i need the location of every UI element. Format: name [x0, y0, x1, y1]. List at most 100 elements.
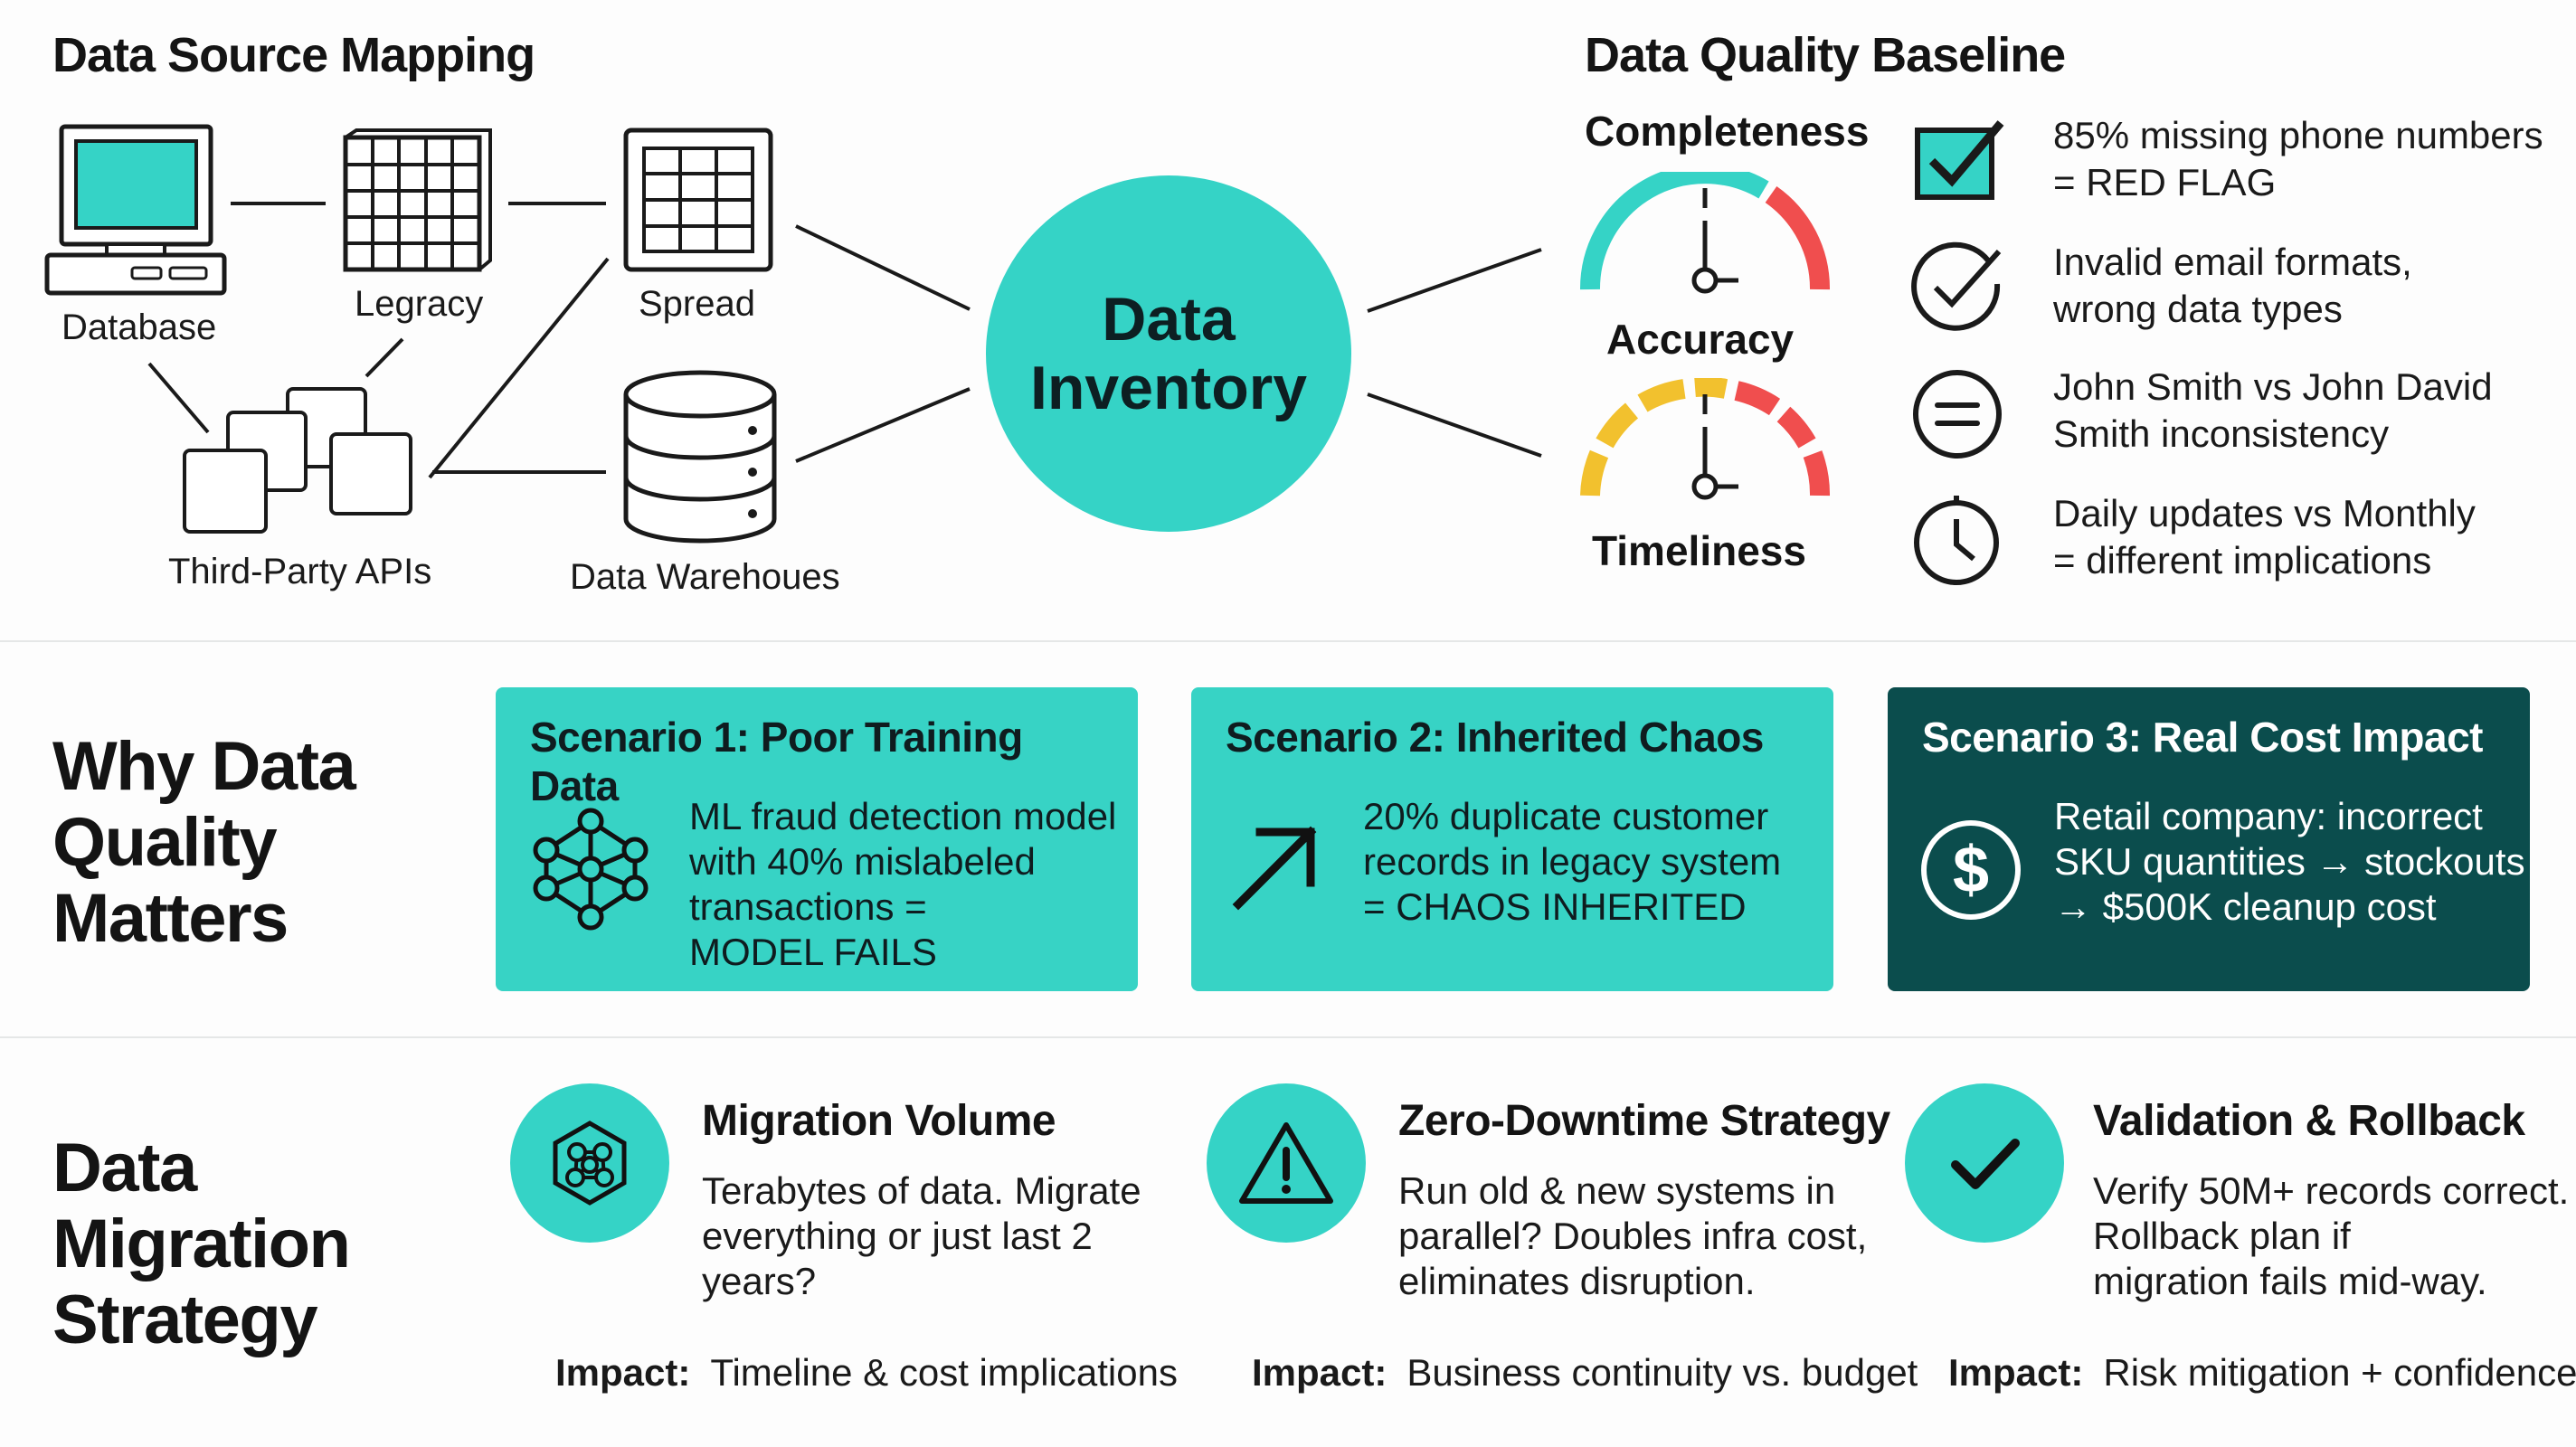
scenario-2-title: Scenario 2: Inherited Chaos — [1226, 714, 1764, 761]
arrow-up-right-icon — [1232, 826, 1317, 911]
svg-text:$: $ — [1953, 834, 1989, 906]
hub-gauge-connectors — [1367, 248, 1542, 458]
baseline-item-4-line-2: = different implications — [2053, 539, 2432, 582]
migration-item-3-line-1: Verify 50M+ records correct. — [2093, 1169, 2570, 1212]
migration-volume-icon-circle — [510, 1083, 669, 1243]
migration-item-1-line-2: everything or just last 2 — [702, 1215, 1093, 1257]
why-quality-title: Why Data Quality Matters — [52, 728, 356, 957]
neural-network-icon — [533, 808, 649, 931]
scenario-2-line-1: 20% duplicate customer — [1363, 795, 1769, 837]
why-quality-title-line-3: Matters — [52, 880, 289, 957]
zero-downtime-icon-circle — [1207, 1083, 1366, 1243]
clock-icon — [1914, 496, 1999, 585]
migration-item-3-body: Verify 50M+ records correct. Rollback pl… — [2093, 1168, 2569, 1304]
why-quality-title-line-1: Why Data — [52, 728, 356, 805]
impact-label: Impact: — [1948, 1351, 2084, 1394]
baseline-item-2: Invalid email formats, wrong data types — [2053, 239, 2412, 333]
baseline-item-4-line-1: Daily updates vs Monthly — [2053, 492, 2476, 534]
completeness-gauge-icon — [1579, 172, 1831, 294]
migration-item-1-body: Terabytes of data. Migrate everything or… — [702, 1168, 1141, 1304]
scenario-1-body: ML fraud detection model with 40% mislab… — [689, 794, 1116, 975]
baseline-item-4: Daily updates vs Monthly = different imp… — [2053, 490, 2476, 584]
scenario-1-line-4: MODEL FAILS — [689, 931, 937, 973]
baseline-item-2-line-1: Invalid email formats, — [2053, 241, 2412, 283]
baseline-item-2-line-2: wrong data types — [2053, 288, 2343, 330]
baseline-item-3: John Smith vs John David Smith inconsist… — [2053, 364, 2493, 458]
migration-item-3-title: Validation & Rollback — [2093, 1097, 2525, 1145]
impact-label: Impact: — [1252, 1351, 1387, 1394]
gauge-label-completeness: Completeness — [1585, 108, 1870, 155]
migration-item-3-line-3: migration fails mid-way. — [2093, 1260, 2487, 1302]
why-quality-title-line-2: Quality — [52, 804, 278, 881]
scenario-1-line-3: transactions = — [689, 885, 927, 928]
scenario-card-2: Scenario 2: Inherited Chaos 20% duplicat… — [1191, 687, 1833, 991]
scenario-1-title: Scenario 1: Poor Training Data — [530, 714, 1023, 809]
migration-item-2-impact: Impact: Business continuity vs. budget — [1252, 1351, 1918, 1395]
scenario-3-line-3: → $500K cleanup cost — [2054, 885, 2437, 928]
baseline-item-1-line-2: = RED FLAG — [2053, 161, 2277, 203]
node-label-warehouse: Data Warehoues — [570, 557, 840, 597]
node-label-apis: Third-Party APIs — [168, 552, 432, 591]
source-mapping-title: Data Source Mapping — [52, 28, 535, 82]
scenario-2-line-2: records in legacy system — [1363, 840, 1782, 883]
hub-line-2: Inventory — [1029, 354, 1308, 422]
source-connectors — [147, 202, 971, 479]
migration-title-line-2: Migration — [52, 1206, 351, 1282]
scenario-3-title: Scenario 3: Real Cost Impact — [1922, 714, 2483, 761]
migration-item-1-line-1: Terabytes of data. Migrate — [702, 1169, 1141, 1212]
migration-item-1-title: Migration Volume — [702, 1097, 1056, 1145]
impact-value: Risk mitigation + confidence — [2103, 1351, 2576, 1394]
migration-title: Data Migration Strategy — [52, 1130, 351, 1358]
checkmark-icon — [1951, 1139, 2020, 1189]
spreadsheet-icon — [623, 128, 773, 272]
scenario-3-line-1: Retail company: incorrect — [2054, 795, 2483, 837]
database-computer-icon — [44, 124, 227, 296]
scenario-1-line-1: ML fraud detection model — [689, 795, 1117, 837]
scenario-card-3: Scenario 3: Real Cost Impact $ Retail co… — [1888, 687, 2530, 991]
migration-item-3-impact: Impact: Risk mitigation + confidence — [1948, 1351, 2576, 1395]
baseline-item-1: 85% missing phone numbers = RED FLAG — [2053, 112, 2543, 206]
migration-item-2-line-1: Run old & new systems in — [1398, 1169, 1836, 1212]
data-inventory-hub: Data Inventory — [986, 175, 1351, 532]
node-label-legacy: Legracy — [355, 284, 484, 324]
gauge-label-timeliness: Timeliness — [1592, 527, 1806, 574]
baseline-item-1-line-1: 85% missing phone numbers — [2053, 114, 2543, 156]
checkbox-icon — [1915, 120, 2004, 200]
validation-icon-circle — [1905, 1083, 2064, 1243]
quality-baseline-title: Data Quality Baseline — [1585, 28, 2066, 82]
gauge-label-accuracy: Accuracy — [1606, 316, 1795, 363]
impact-value: Timeline & cost implications — [710, 1351, 1178, 1394]
baseline-item-3-line-1: John Smith vs John David — [2053, 365, 2493, 408]
impact-value: Business continuity vs. budget — [1406, 1351, 1918, 1394]
scenario-card-1: Scenario 1: Poor Training Data ML fraud … — [496, 687, 1138, 991]
migration-item-3-line-2: Rollback plan if — [2093, 1215, 2351, 1257]
stacked-apis-icon — [183, 387, 412, 534]
impact-label: Impact: — [555, 1351, 691, 1394]
divider-bottom — [0, 1036, 2576, 1038]
migration-title-line-1: Data — [52, 1130, 197, 1206]
node-label-spread: Spread — [639, 284, 755, 324]
hub-line-1: Data — [1102, 285, 1236, 354]
legacy-grid-icon — [343, 128, 492, 272]
node-label-database: Database — [62, 307, 217, 347]
hexagon-network-icon — [553, 1121, 627, 1206]
migration-item-2-line-3: eliminates disruption. — [1398, 1260, 1756, 1302]
scenario-3-line-2: SKU quantities → stockouts — [2054, 840, 2525, 883]
migration-item-2-body: Run old & new systems in parallel? Doubl… — [1398, 1168, 1867, 1304]
warning-triangle-icon — [1239, 1122, 1333, 1204]
migration-title-line-3: Strategy — [52, 1281, 318, 1358]
check-circle-icon — [1911, 241, 2002, 331]
scenario-3-body: Retail company: incorrect SKU quantities… — [2054, 794, 2525, 930]
dollar-circle-icon: $ — [1921, 820, 2021, 920]
scenario-2-body: 20% duplicate customer records in legacy… — [1363, 794, 1781, 930]
baseline-item-3-line-2: Smith inconsistency — [2053, 412, 2390, 455]
accuracy-gauge-icon — [1580, 378, 1830, 500]
divider-top — [0, 640, 2576, 642]
database-cylinder-icon — [623, 370, 777, 544]
equals-circle-icon — [1913, 370, 2002, 459]
migration-item-1-impact: Impact: Timeline & cost implications — [555, 1351, 1178, 1395]
scenario-1-line-2: with 40% mislabeled — [689, 840, 1036, 883]
migration-item-2-title: Zero-Downtime Strategy — [1398, 1097, 1890, 1145]
scenario-2-line-3: = CHAOS INHERITED — [1363, 885, 1747, 928]
migration-item-1-line-3: years? — [702, 1260, 817, 1302]
